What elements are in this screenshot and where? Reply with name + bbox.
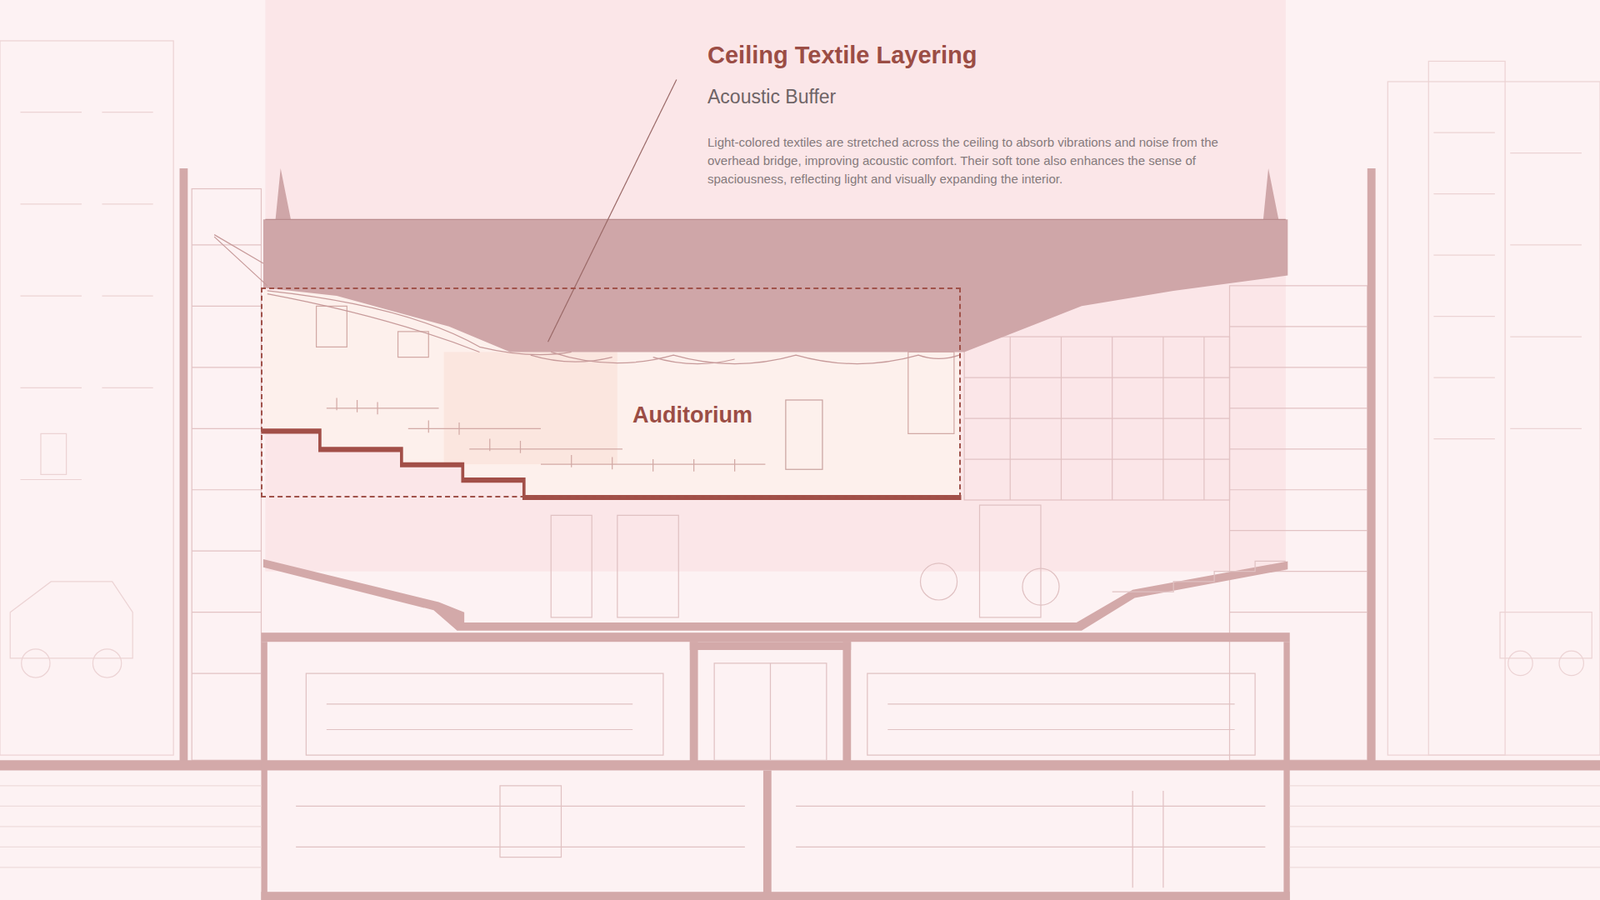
callout-subheading: Acoustic Buffer	[707, 85, 1320, 110]
callout-heading: Ceiling Textile Layering	[707, 40, 1320, 70]
auditorium-zone: Auditorium	[260, 287, 961, 498]
zone-label: Auditorium	[632, 402, 753, 429]
callout-note: Light-colored textiles are stretched acr…	[707, 133, 1239, 188]
